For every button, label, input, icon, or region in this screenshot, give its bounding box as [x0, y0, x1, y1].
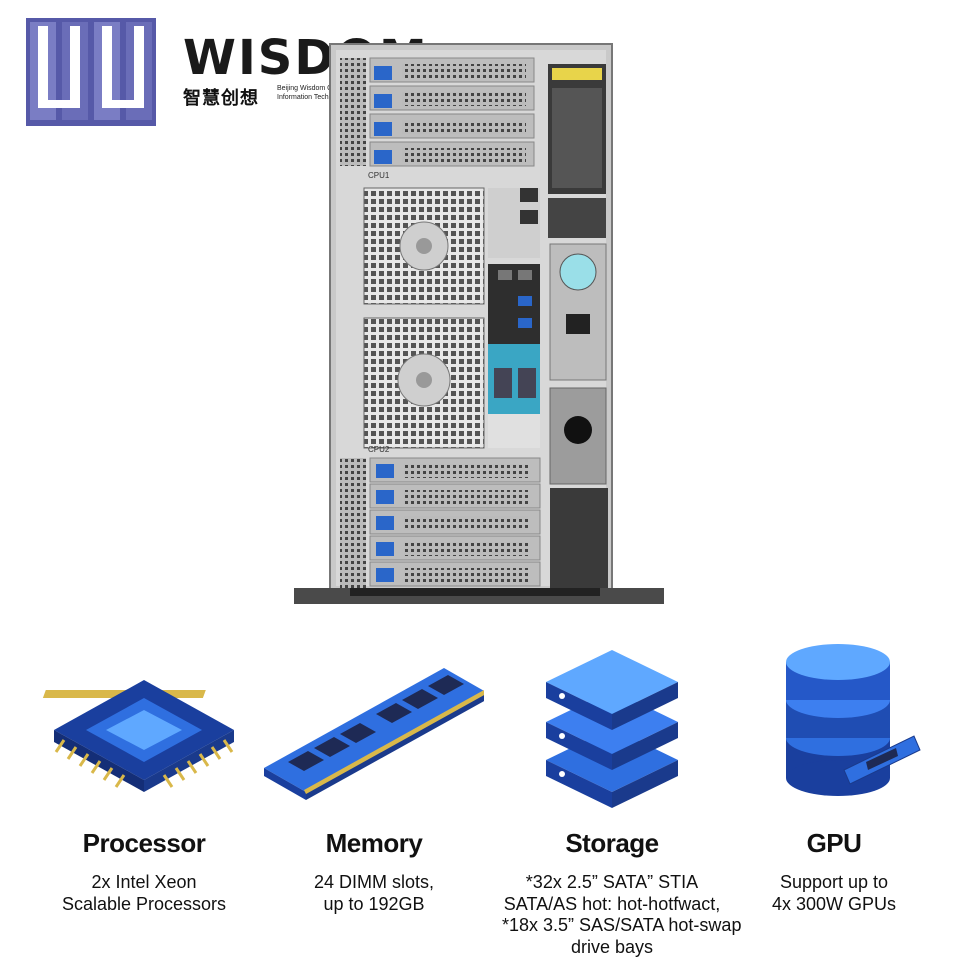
feature-description-line: up to 192GB	[323, 893, 425, 914]
feature-description-line: Scalable Processors	[61, 893, 227, 914]
io-panel	[488, 188, 540, 448]
feature-description-line: SATA/AS hot: hot-hotfwact,	[503, 893, 721, 914]
feature-description: 24 DIMM slots, up to 192GB	[264, 872, 484, 915]
power-supply-lower	[549, 387, 608, 588]
feature-gpu: GPU Support up to 4x 300W GPUs	[724, 640, 944, 960]
brand-english-name: Beijing Wisdom Creative Information Tech…	[277, 84, 378, 102]
feature-description-line: 2x Intel Xeon	[91, 872, 197, 892]
feature-description: 2x Intel Xeon Scalable Processors	[34, 872, 254, 915]
feature-memory: Memory 24 DIMM slots, up to 192GB	[264, 640, 484, 960]
feature-processor: Processor 2x Intel Xeon Scalable Process…	[34, 640, 254, 960]
brand-english-line: Information Technology Co., Ltd.	[277, 94, 378, 101]
cpu2-label: CPU2	[368, 445, 390, 454]
gpu-database-icon	[786, 644, 921, 796]
feature-description-line: drive bays	[570, 936, 654, 957]
memory-module-icon	[264, 668, 484, 800]
cpu-chip-icon	[42, 680, 234, 792]
feature-description-line: 24 DIMM slots,	[313, 872, 435, 892]
feature-description-line: *18x 3.5” SAS/SATA hot-swap	[502, 915, 742, 935]
server-rear-image: CPU1 CPU2	[294, 43, 664, 604]
feature-description-line: Support up to	[779, 872, 889, 892]
expansion-slots-top	[369, 57, 535, 167]
power-supply-upper	[548, 64, 607, 381]
feature-description-line: *32x 2.5” SATA” STIA	[525, 872, 699, 892]
feature-description: Support up to 4x 300W GPUs	[724, 872, 944, 915]
feature-row: Processor 2x Intel Xeon Scalable Process…	[0, 640, 960, 960]
storage-stack-icon	[546, 650, 678, 808]
fan-upper	[363, 187, 485, 305]
fan-lower	[363, 317, 485, 449]
feature-description-line: 4x 300W GPUs	[771, 893, 897, 914]
feature-title: Storage	[565, 828, 659, 858]
feature-storage: Storage *32x 2.5” SATA” STIA SATA/AS hot…	[502, 640, 742, 960]
brand-english-line: Beijing Wisdom Creative	[277, 85, 354, 92]
cpu1-label: CPU1	[368, 171, 390, 180]
brand-chinese-name: 智慧创想	[183, 88, 259, 109]
feature-title: GPU	[806, 828, 862, 858]
expansion-slots-bottom	[369, 457, 541, 587]
feature-description: *32x 2.5” SATA” STIA SATA/AS hot: hot-ho…	[502, 872, 742, 958]
feature-title: Processor	[82, 828, 206, 858]
wisdom-logo-icon	[26, 18, 156, 126]
feature-title: Memory	[325, 828, 423, 858]
